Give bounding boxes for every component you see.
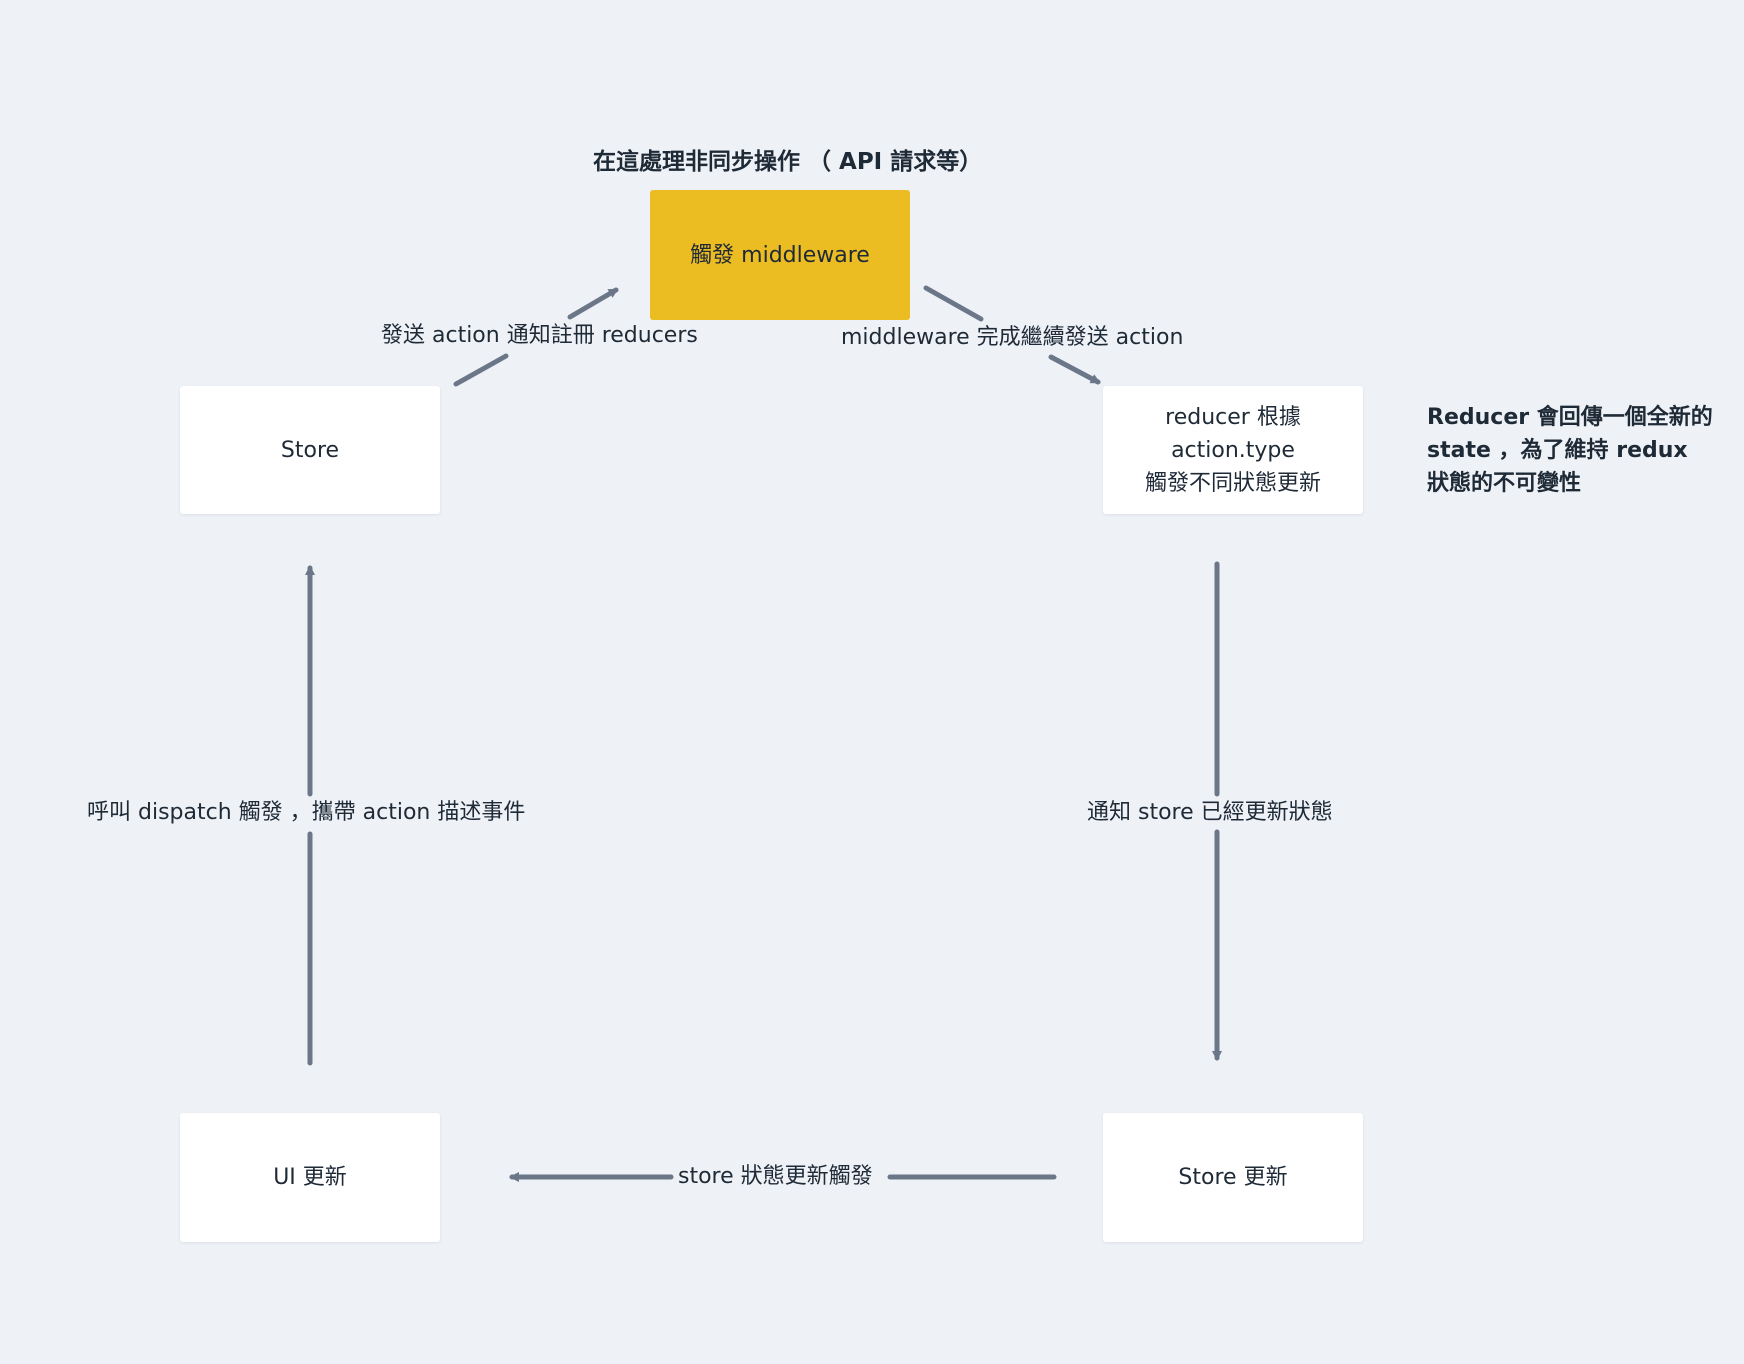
edge-label-store-update-to-ui: store 狀態更新觸發 bbox=[674, 1162, 877, 1192]
reducer-node-label: reducer 根據 action.type 觸發不同狀態更新 bbox=[1144, 404, 1321, 496]
edge-label-ui-to-store: 呼叫 dispatch 觸發 ，攜帶 action 描述事件 bbox=[83, 798, 530, 828]
edge-label-middleware-to-reducer: middleware 完成繼續發送 action bbox=[841, 325, 1184, 350]
edge-label-reducer-to-store-update: 通知 store 已經更新狀態 bbox=[1083, 798, 1337, 828]
arrow-middleware-to-reducer-upper bbox=[923, 285, 984, 322]
arrow-store-to-middleware-upper bbox=[567, 287, 619, 320]
reducer-node[interactable]: reducer 根據 action.type 觸發不同狀態更新 bbox=[1103, 386, 1363, 514]
middleware-node-label: 觸發 middleware bbox=[690, 242, 870, 268]
reducer-side-note: Reducer 會回傳一個全新的 state ，為了維持 redux 狀態的不可… bbox=[1427, 405, 1713, 496]
middleware-node[interactable]: 觸發 middleware bbox=[650, 190, 910, 320]
edge-label-store-to-middleware: 發送 action 通知註冊 reducers bbox=[381, 323, 698, 348]
ui-update-node[interactable]: UI 更新 bbox=[180, 1113, 440, 1242]
store-node[interactable]: Store bbox=[180, 386, 440, 514]
middleware-heading: 在這處理非同步操作 （ API 請求等） bbox=[593, 149, 983, 175]
arrow-store-to-middleware-lower bbox=[453, 353, 509, 387]
ui-update-node-label: UI 更新 bbox=[273, 1165, 347, 1190]
arrow-middleware-to-reducer-lower bbox=[1048, 354, 1101, 385]
store-update-node[interactable]: Store 更新 bbox=[1103, 1113, 1363, 1242]
store-update-node-label: Store 更新 bbox=[1178, 1165, 1288, 1190]
store-node-label: Store bbox=[280, 437, 340, 463]
